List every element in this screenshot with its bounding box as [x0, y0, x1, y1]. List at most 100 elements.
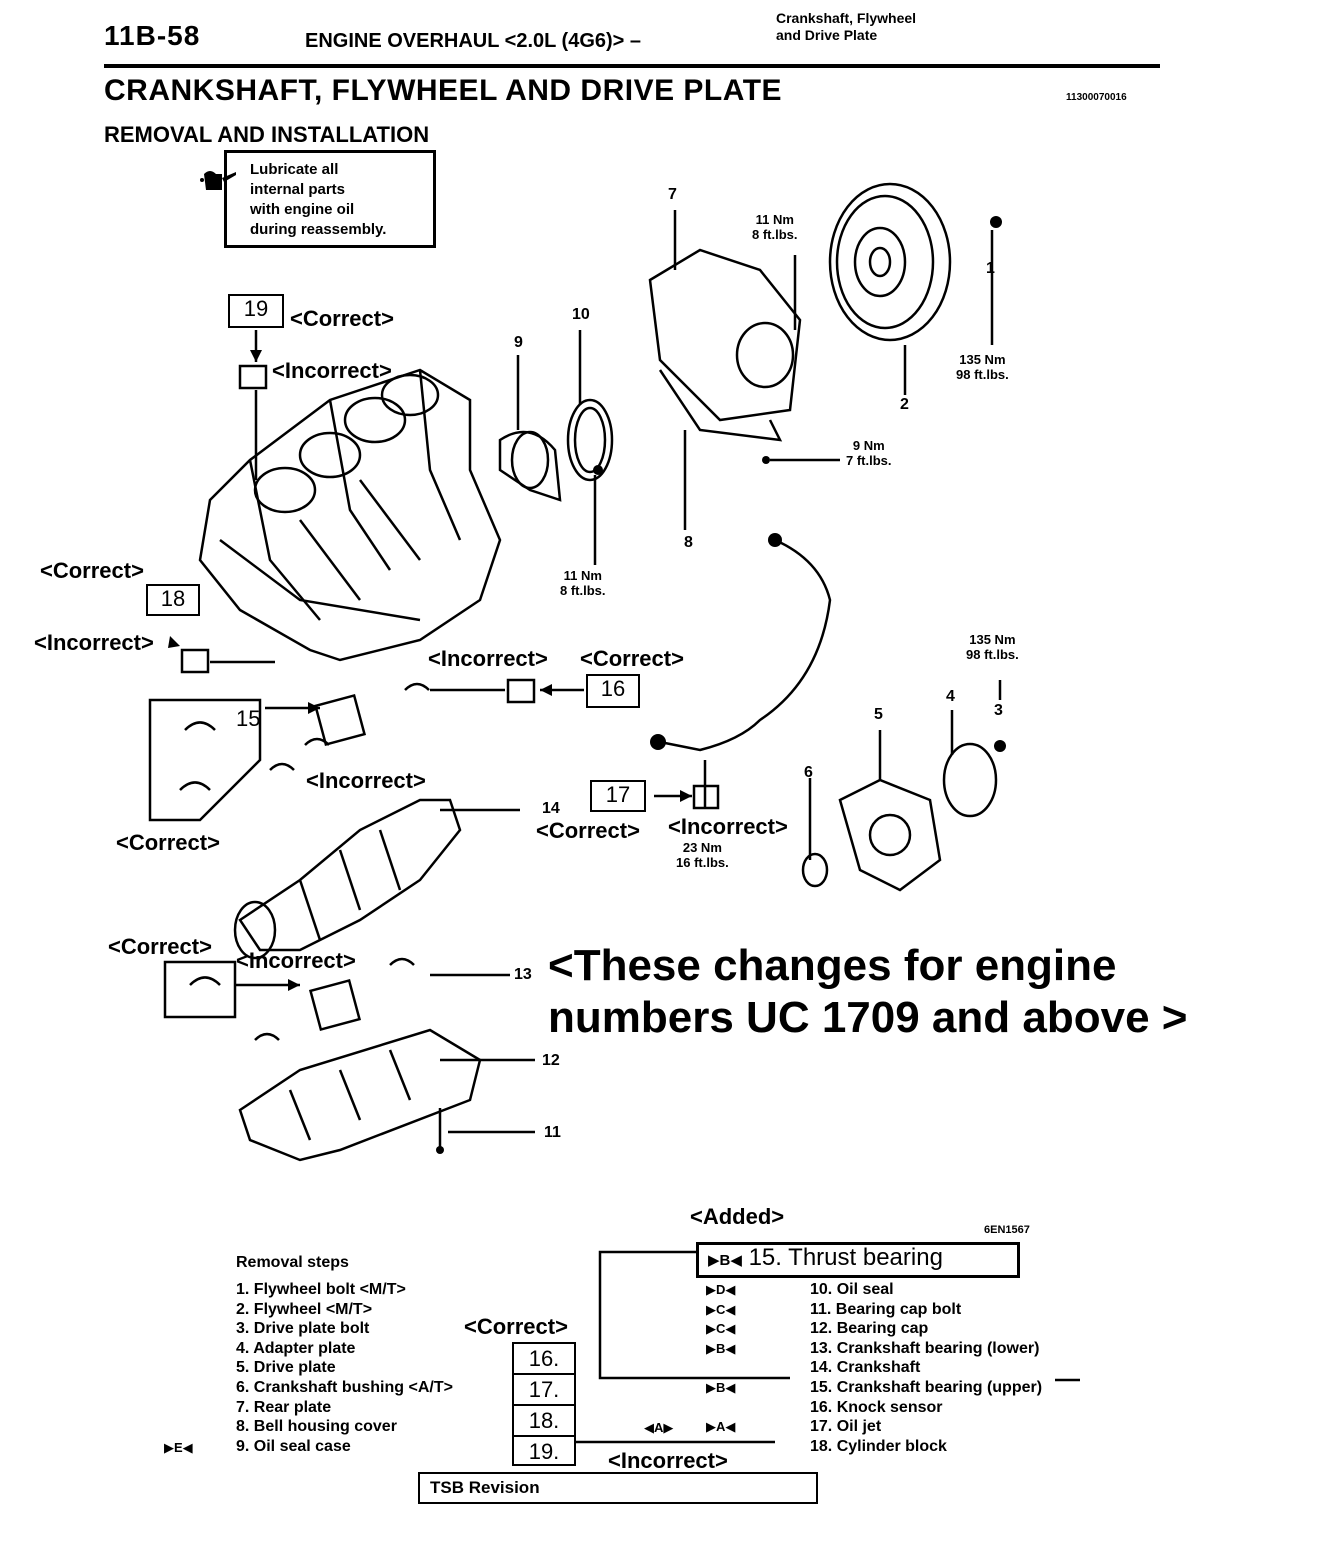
box-18: 18: [146, 584, 200, 616]
installation-steps-list: ▶D◀10. Oil seal ▶C◀11. Bearing cap bolt …: [706, 1280, 1043, 1456]
removal-step: 5. Drive plate: [236, 1359, 336, 1377]
lube-line1: Lubricate all: [250, 161, 339, 178]
incorrect-label-13: <Incorrect>: [236, 948, 356, 973]
marker-a-removal: ◀A▶: [644, 1420, 674, 1435]
removal-step: 3. Drive plate bolt: [236, 1320, 370, 1338]
engine-number-notice: <These changes for engine numbers UC 170…: [548, 940, 1187, 1044]
torque-spec-flywheel: 135 Nm 98 ft.lbs.: [956, 352, 1009, 382]
install-step: ▶D◀ 10. Oil seal: [706, 1280, 1042, 1300]
correct-number: 17.: [514, 1375, 574, 1406]
part-number-8: 8: [684, 534, 693, 551]
removal-step: 8. Bell housing cover: [236, 1418, 397, 1436]
install-step: 16. Knock sensor: [810, 1398, 1042, 1418]
correct-label-15: <Correct>: [116, 830, 220, 855]
box-19: 19: [228, 294, 284, 328]
lube-line4: during reassembly.: [250, 221, 387, 238]
part-number-1: 1: [986, 260, 995, 277]
part-number-10: 10: [572, 306, 590, 323]
page-number: 11B-58: [104, 20, 201, 51]
subsection-title: REMOVAL AND INSTALLATION: [104, 122, 430, 147]
install-marker: ▶D◀: [706, 1282, 736, 1297]
correct-detail-frame-15: [148, 698, 262, 822]
torque-nm: 11 Nm: [755, 212, 794, 227]
install-step-text: 12. Bearing cap: [810, 1320, 929, 1338]
part-number-9: 9: [514, 334, 523, 351]
install-marker: ▶B◀: [706, 1379, 736, 1395]
box-17: 17: [590, 780, 646, 812]
install-step-text: 11. Bearing cap bolt: [810, 1300, 962, 1318]
oil-seal-drawing: [566, 398, 614, 482]
part-number-13: 13: [514, 966, 532, 983]
thrust-label: 15. Thrust bearing: [748, 1244, 943, 1271]
removal-step: 1. Flywheel bolt <M/T>: [236, 1281, 406, 1298]
removal-steps-list: 1. Flywheel bolt <M/T> 2. Flywheel <M/T>…: [236, 1280, 453, 1456]
torque-spec-knock-sensor: 23 Nm 16 ft.lbs.: [676, 840, 729, 870]
header-subtitle-line2: and Drive Plate: [776, 27, 878, 43]
correct-number: 19.: [528, 1439, 560, 1464]
install-step: ▶C◀12. Bearing cap: [706, 1319, 1042, 1339]
box-15-label: 15: [236, 706, 261, 731]
install-step: ▶C◀ 11. Bearing cap bolt: [706, 1300, 1042, 1320]
adapter-plate-drawing: [942, 742, 998, 818]
crankshaft-drawing: [233, 798, 462, 960]
torque-spec-oil-seal-case: 11 Nm 8 ft.lbs.: [560, 568, 606, 598]
part-number-5: 5: [874, 706, 883, 723]
install-step: ▶B◀ 15. Crankshaft bearing (upper): [706, 1378, 1043, 1398]
incorrect-label-18: <Incorrect>: [34, 630, 154, 655]
rear-plate-drawing: [648, 248, 802, 442]
correct-number: 18.: [514, 1406, 574, 1437]
incorrect-label-17: <Incorrect>: [668, 814, 788, 839]
torque-nm: 11 Nm: [563, 568, 602, 583]
correct-number-box: 16. 17. 18. 19.: [512, 1342, 576, 1466]
incorrect-label-14: <Incorrect>: [306, 768, 426, 793]
lube-line2: internal parts: [250, 181, 346, 198]
torque-ftlbs: 98 ft.lbs.: [966, 647, 1019, 662]
install-step: ▶A◀17. Oil jet: [706, 1417, 1042, 1437]
correct-number: 16.: [514, 1344, 574, 1375]
part-number-2: 2: [900, 396, 909, 413]
header-subtitle-line1: Crankshaft, Flywheel: [776, 10, 917, 26]
torque-ftlbs: 8 ft.lbs.: [752, 227, 798, 242]
torque-spec-bell-housing: 9 Nm 7 ft.lbs.: [846, 438, 892, 468]
install-step-text: 10. Oil seal: [810, 1281, 894, 1298]
crankshaft-bushing-drawing: [801, 852, 829, 888]
install-step-text: 18. Cylinder block: [810, 1437, 947, 1455]
torque-ftlbs: 7 ft.lbs.: [846, 453, 892, 468]
removal-step: 2. Flywheel <M/T>: [236, 1300, 373, 1318]
added-label: <Added>: [690, 1204, 785, 1229]
section-title: CRANKSHAFT, FLYWHEEL AND DRIVE PLATE: [104, 74, 783, 107]
bearing-cap-drawing: [238, 1028, 482, 1162]
header-rule: [104, 64, 1160, 68]
part-number-12: 12: [542, 1052, 560, 1069]
thrust-bearing-box: [696, 1242, 1020, 1278]
incorrect-label-19: <Incorrect>: [272, 358, 392, 383]
removal-step: 6. Crankshaft bushing <A/T>: [236, 1378, 453, 1396]
correct-label-13: <Correct>: [108, 934, 212, 959]
install-step-text: 13. Crankshaft bearing (lower): [810, 1339, 1040, 1357]
removal-steps-title: Removal steps: [236, 1254, 349, 1271]
install-marker: ▶C◀: [706, 1301, 736, 1317]
incorrect-label-16: <Incorrect>: [428, 646, 548, 671]
torque-nm: 135 Nm: [969, 632, 1016, 647]
section-code: 11300070016: [1066, 92, 1127, 103]
removal-step: 4. Adapter plate: [236, 1339, 356, 1357]
removal-step: 7. Rear plate: [236, 1398, 332, 1416]
cylinder-block-drawing: [198, 368, 502, 662]
correct-label-19: <Correct>: [290, 306, 394, 331]
header-title: ENGINE OVERHAUL <2.0L (4G6)> –: [305, 30, 642, 52]
box-16: 16: [586, 674, 640, 708]
incorrect-label-list: <Incorrect>: [608, 1448, 728, 1473]
install-step-text: 15. Crankshaft bearing (upper): [810, 1378, 1043, 1396]
install-step-text: 14. Crankshaft: [810, 1359, 921, 1377]
removal-step: 9. Oil seal case: [236, 1437, 351, 1455]
torque-ftlbs: 98 ft.lbs.: [956, 367, 1009, 382]
figure-code: 6EN1567: [984, 1224, 1030, 1236]
part-number-6: 6: [804, 764, 813, 781]
tsb-revision-label: TSB Revision: [430, 1478, 540, 1497]
part-number-11: 11: [544, 1124, 561, 1141]
step9-marker: ▶E◀: [164, 1440, 193, 1455]
lubricate-note-box: [224, 150, 436, 248]
flywheel-drawing: [828, 182, 952, 342]
install-step: ▶B◀13. Crankshaft bearing (lower): [706, 1339, 1042, 1359]
